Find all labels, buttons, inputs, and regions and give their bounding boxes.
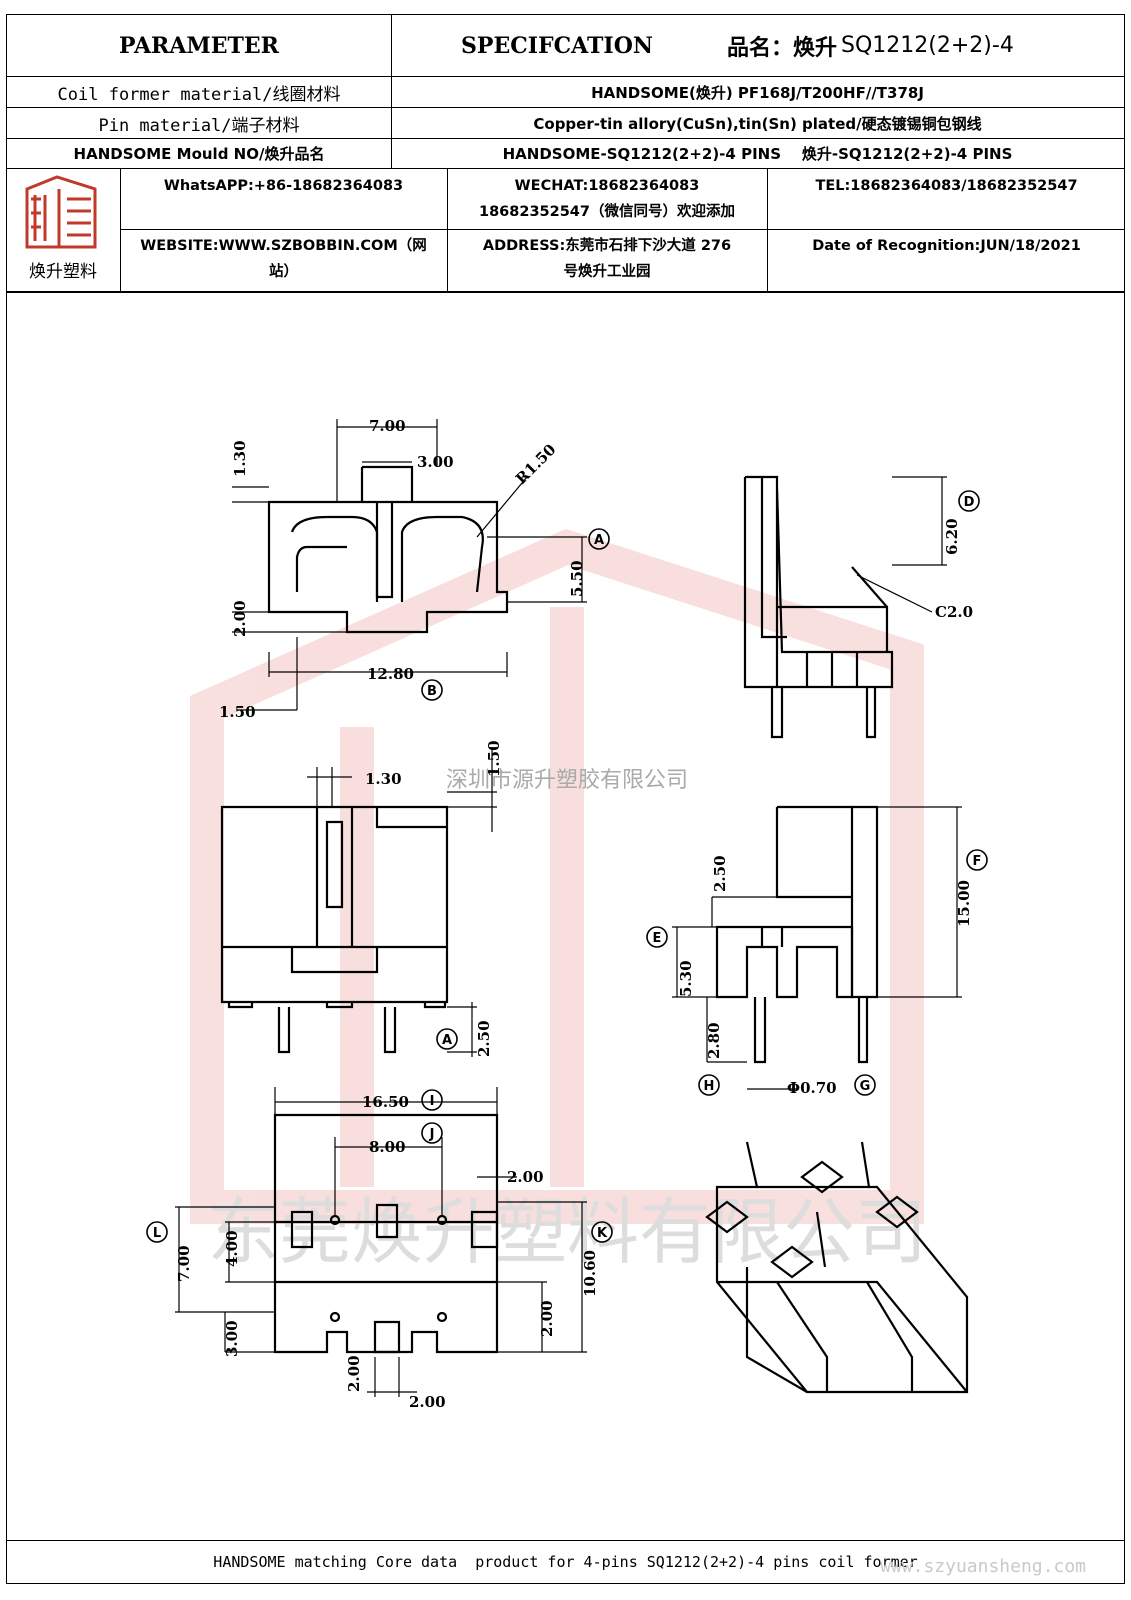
- label-l: L: [153, 1226, 161, 1241]
- website-line1: WEBSITE:WWW.SZBOBBIN.COM（网: [140, 238, 427, 254]
- website-line2: 站）: [269, 264, 298, 280]
- dim-2-00-e: 2.00: [409, 1393, 446, 1411]
- dim-3-00-b: 3.00: [223, 1320, 241, 1357]
- address-line1: ADDRESS:东莞市石排下沙大道 276: [482, 238, 732, 254]
- param-label: Pin material/端子材料: [98, 115, 300, 136]
- label-h: H: [704, 1079, 715, 1094]
- dim-2-80: 2.80: [705, 1022, 723, 1059]
- param-label: Coil former material/线圈材料: [57, 84, 341, 105]
- label-d: D: [964, 495, 975, 510]
- param-row-pin: Pin material/端子材料 Copper-tin allory(CuSn…: [7, 108, 1124, 139]
- section-view: [715, 805, 879, 1064]
- dim-3-00: 3.00: [417, 453, 454, 471]
- param-value: Copper-tin allory(CuSn),tin(Sn) plated/硬…: [533, 114, 982, 133]
- dim-1-30-b: 1.30: [365, 770, 402, 788]
- label-i: I: [430, 1094, 435, 1109]
- company-logo: 焕升塑料: [7, 169, 121, 291]
- label-k: K: [597, 1226, 608, 1241]
- dim-2-00-d: 2.00: [345, 1355, 363, 1392]
- header-row: PARAMETER SPECIFCATION 品名：焕升 SQ1212(2+2)…: [7, 15, 1124, 77]
- param-row-mould: HANDSOME Mould NO/焕升品名 HANDSOME-SQ1212(2…: [7, 139, 1124, 169]
- dim-1-50-b: 1.50: [485, 740, 503, 777]
- dim-6-20: 6.20: [943, 518, 961, 555]
- recognition-date: Date of Recognition:JUN/18/2021: [812, 238, 1081, 254]
- wechat-line2: 18682352547（微信同号）欢迎添加: [479, 204, 735, 220]
- telephone: TEL:18682364083/18682352547: [815, 178, 1078, 194]
- dim-8-00: 8.00: [369, 1138, 406, 1156]
- dim-c2-0: C2.0: [935, 603, 973, 621]
- label-a2: A: [442, 1033, 452, 1048]
- dim-2-00-a: 2.00: [231, 600, 249, 637]
- dim-4-00: 4.00: [223, 1230, 241, 1267]
- dim-1-30: 1.30: [231, 440, 249, 477]
- dim-5-50: 5.50: [568, 560, 586, 597]
- logo-caption: 焕升塑料: [29, 262, 97, 282]
- dim-10-60: 10.60: [581, 1250, 599, 1297]
- dim-7-00: 7.00: [369, 417, 406, 435]
- footer-text: HANDSOME matching Core data product for …: [213, 1553, 918, 1571]
- watermark-center: 深圳市源升塑胶有限公司: [446, 768, 688, 793]
- param-label: HANDSOME Mould NO/焕升品名: [73, 145, 325, 163]
- label-j: J: [429, 1127, 435, 1142]
- dim-2-50-b: 2.50: [711, 855, 729, 892]
- dim-15-00: 15.00: [955, 880, 973, 927]
- watermark-logo: [190, 528, 924, 1224]
- logo-icon: 焕升塑料: [25, 175, 97, 282]
- dim-7-00-b: 7.00: [175, 1245, 193, 1282]
- dim-1-50-a: 1.50: [219, 703, 256, 721]
- label-g: G: [860, 1079, 871, 1094]
- side-view: [743, 475, 894, 739]
- dim-12-80: 12.80: [367, 665, 414, 683]
- technical-drawing: 深圳市源升塑胶有限公司 东莞焕升塑料有限公司: [7, 307, 1126, 1503]
- dim-phi-0-70: Φ0.70: [787, 1079, 837, 1097]
- label-b: B: [427, 684, 437, 699]
- label-f: F: [973, 854, 982, 869]
- param-row-coil: Coil former material/线圈材料 HANDSOME(焕升) P…: [7, 77, 1124, 108]
- whatsapp: WhatsAPP:+86-18682364083: [163, 178, 404, 194]
- label-a: A: [594, 533, 604, 548]
- parameter-heading: PARAMETER: [119, 32, 279, 59]
- isometric-view: [705, 1141, 969, 1394]
- address-line2: 号焕升工业园: [563, 264, 651, 280]
- specification-heading: SPECIFCATION: [461, 32, 653, 59]
- dim-16-50: 16.50: [362, 1093, 409, 1111]
- rear-view: [220, 805, 449, 1054]
- dim-2-50-a: 2.50: [475, 1020, 493, 1057]
- front-view: [267, 465, 509, 634]
- dim-2-00-c: 2.00: [538, 1300, 556, 1337]
- label-e: E: [653, 931, 662, 946]
- watermark-url: www.szyuansheng.com: [880, 1556, 1086, 1577]
- product-label: 品名：焕升: [727, 35, 838, 61]
- spec-sheet: PARAMETER SPECIFCATION 品名：焕升 SQ1212(2+2)…: [6, 14, 1125, 1584]
- wechat-line1: WECHAT:18682364083: [514, 178, 700, 194]
- dim-2-00-b: 2.00: [507, 1168, 544, 1186]
- footer: HANDSOME matching Core data product for …: [7, 1540, 1124, 1583]
- param-value: HANDSOME(焕升) PF168J/T200HF//T378J: [591, 83, 924, 102]
- param-value: HANDSOME-SQ1212(2+2)-4 PINS 焕升-SQ1212(2+…: [502, 145, 1013, 163]
- watermark-bottom: 东莞焕升塑料有限公司: [207, 1190, 927, 1274]
- dim-r1-50: R1.50: [512, 440, 559, 487]
- dim-5-30: 5.30: [677, 960, 695, 997]
- product-name: 品名：焕升 SQ1212(2+2)-4: [727, 15, 1117, 76]
- product-code: SQ1212(2+2)-4: [841, 33, 1014, 58]
- contact-block: 焕升塑料 WhatsAPP:+86-18682364083 WECHAT:186…: [7, 169, 1124, 293]
